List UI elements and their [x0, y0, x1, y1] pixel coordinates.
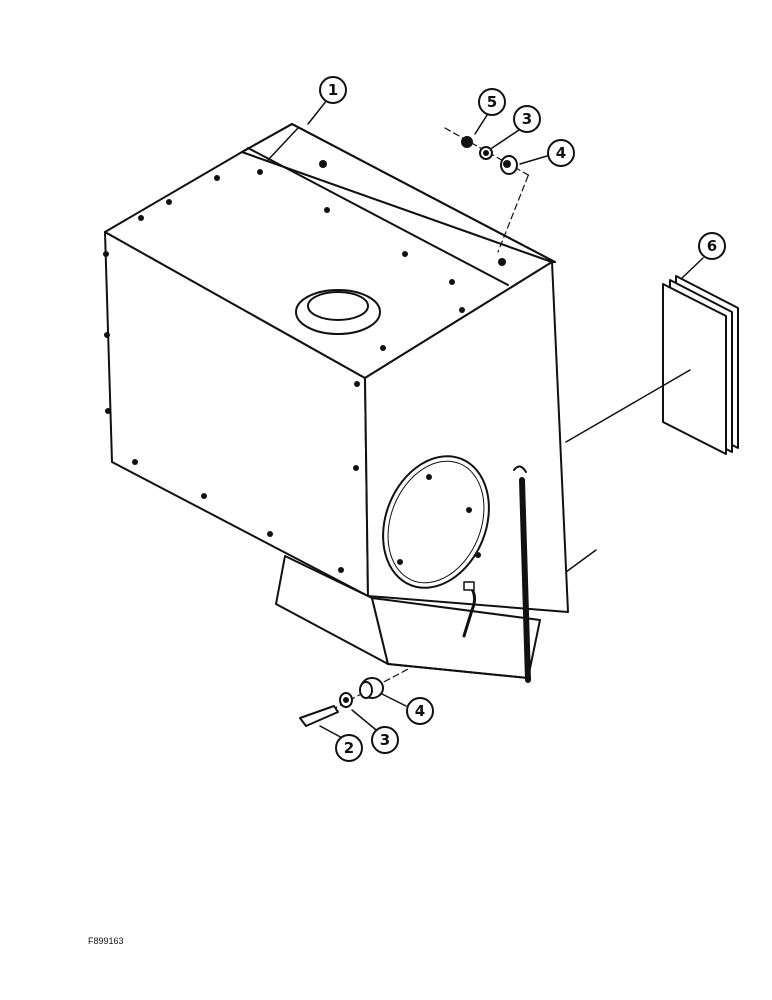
nut	[461, 136, 473, 148]
callout-4-upper-label: 4	[556, 144, 566, 162]
tank-housing	[104, 123, 569, 683]
callout-4-lower: 4	[406, 697, 434, 725]
sight-tube	[519, 477, 531, 683]
callout-4-lower-label: 4	[415, 702, 425, 720]
callout-2-label: 2	[344, 739, 354, 757]
callout-1-label: 1	[328, 81, 338, 99]
callout-5: 5	[478, 88, 506, 116]
access-cover	[382, 455, 490, 589]
figure-id: F899163	[88, 936, 124, 946]
callout-3-lower: 3	[371, 726, 399, 754]
bolt	[299, 705, 339, 727]
callout-6: 6	[698, 232, 726, 260]
callout-2: 2	[335, 734, 363, 762]
callout-3-lower-label: 3	[380, 731, 390, 749]
tank-bolts	[103, 160, 506, 573]
callout-5-label: 5	[487, 93, 497, 111]
callout-3-upper: 3	[513, 105, 541, 133]
callout-1: 1	[319, 76, 347, 104]
lower-mount-hardware	[299, 667, 411, 727]
upper-mount-hardware	[444, 127, 531, 253]
filter-pad	[565, 275, 739, 573]
callout-4-upper: 4	[547, 139, 575, 167]
callout-6-label: 6	[707, 237, 717, 255]
callout-3-upper-label: 3	[522, 110, 532, 128]
